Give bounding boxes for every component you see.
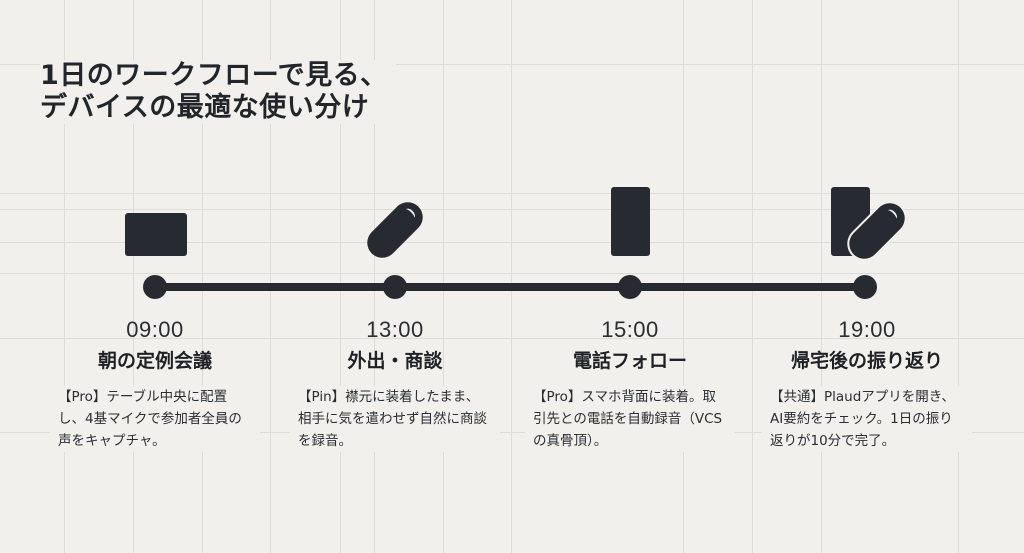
event-description: 【Pro】テーブル中央に配置し、4基マイクで参加者全員の声をキャプチャ。 (50, 386, 260, 452)
grid-line (0, 64, 1024, 65)
timeline-dot (853, 275, 877, 299)
timeline-event: 19:00 帰宅後の振り返り 【共通】Plaudアプリを開き、AI要約をチェック… (762, 316, 972, 452)
timeline-event: 13:00 外出・商談 【Pin】襟元に装着したまま、相手に気を遣わせず自然に商… (290, 316, 500, 452)
pin-icon (361, 196, 429, 264)
title-line-1: 1日のワークフローで見る、 (40, 60, 388, 91)
grid-line (821, 0, 822, 553)
grid-line (752, 0, 753, 553)
grid-line (340, 0, 341, 553)
timeline-event: 15:00 電話フォロー 【Pro】スマホ背面に装着。取引先との電話を自動録音（… (525, 316, 735, 452)
timeline-line (155, 283, 865, 291)
grid-line (202, 0, 203, 553)
grid-line (0, 273, 1024, 274)
grid-line (443, 0, 444, 553)
grid-line (133, 0, 134, 553)
grid-line (0, 209, 1024, 210)
event-description: 【Pin】襟元に装着したまま、相手に気を遣わせず自然に商談を録音。 (290, 386, 500, 452)
event-time: 15:00 (601, 317, 659, 342)
grid-line (0, 338, 1024, 339)
phone-icon (611, 187, 650, 256)
grid-line (0, 242, 1024, 243)
grid-line (511, 0, 512, 553)
event-description: 【Pro】スマホ背面に装着。取引先との電話を自動録音（VCSの真骨頂）。 (525, 386, 735, 452)
title-line-2: デバイスの最適な使い分け (40, 92, 370, 123)
event-time: 19:00 (838, 317, 896, 342)
grid-line (0, 432, 1024, 433)
grid-line (0, 193, 1024, 194)
event-time: 09:00 (126, 317, 184, 342)
event-heading: 帰宅後の振り返り (790, 350, 943, 372)
event-heading: 朝の定例会議 (97, 350, 212, 372)
event-time: 13:00 (366, 317, 424, 342)
grid-line (958, 0, 959, 553)
tablet-icon (125, 213, 187, 256)
page-title: 1日のワークフローで見る、 デバイスの最適な使い分け (40, 60, 396, 124)
grid-line (683, 0, 684, 553)
timeline-dot (383, 275, 407, 299)
event-heading: 電話フォロー (572, 350, 687, 372)
grid-line (374, 0, 375, 553)
event-heading: 外出・商談 (347, 350, 443, 372)
timeline-dot (143, 275, 167, 299)
timeline-dot (618, 275, 642, 299)
event-description: 【共通】Plaudアプリを開き、AI要約をチェック。1日の振り返りが10分で完了… (762, 386, 972, 452)
timeline-event: 09:00 朝の定例会議 【Pro】テーブル中央に配置し、4基マイクで参加者全員… (50, 316, 260, 452)
grid-line (64, 0, 65, 553)
grid-line (270, 0, 271, 553)
